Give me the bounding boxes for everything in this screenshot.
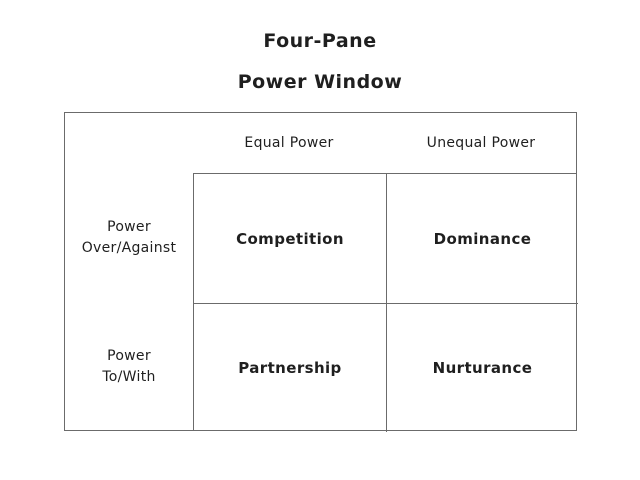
row-label-power-over-against: Power Over/Against	[65, 173, 193, 302]
matrix-outer-box: Equal Power Unequal Power Power Over/Aga…	[64, 112, 578, 432]
cell-competition: Competition	[236, 229, 344, 248]
cell-dominance: Dominance	[386, 174, 578, 303]
row-label-line: To/With	[102, 368, 156, 385]
diagram-title-line-1: Four-Pane	[263, 30, 377, 52]
matrix-grid: Competition Dominance Partnership Nurtur…	[193, 173, 578, 432]
column-header-unequal-power: Unequal Power	[426, 135, 536, 151]
cell-nurturance: Nurturance	[386, 303, 578, 432]
row-label-power-to-with: Power To/With	[65, 302, 193, 431]
column-header-equal-power: Equal Power	[244, 135, 334, 151]
diagram-title-line-2: Power Window	[237, 71, 403, 93]
row-label-line: Power	[107, 348, 151, 365]
cell-partnership: Partnership	[194, 303, 386, 432]
row-label-line: Power	[107, 219, 151, 236]
row-label-line: Over/Against	[81, 239, 177, 256]
